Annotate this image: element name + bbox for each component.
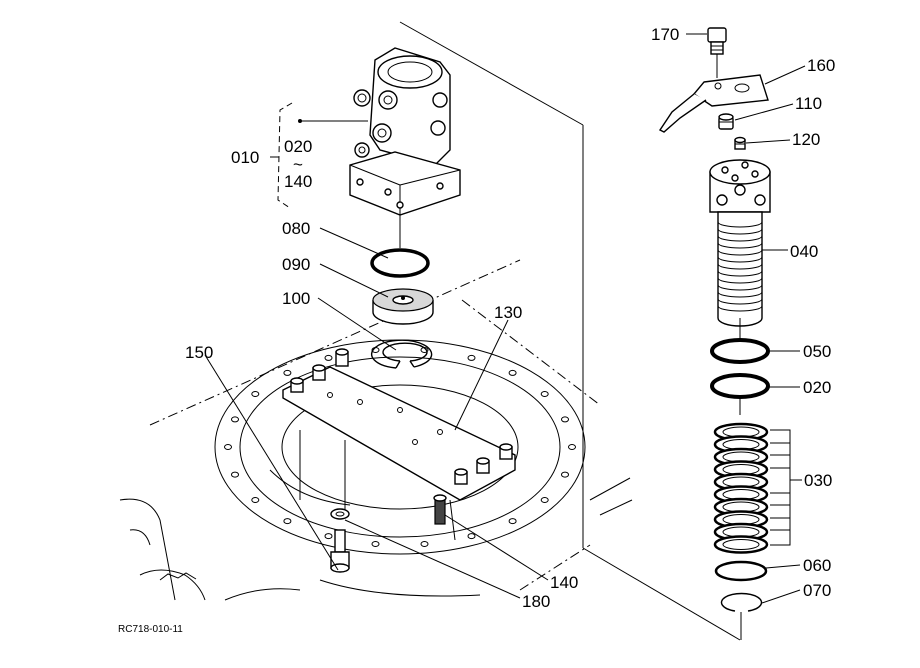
- ring-bolt-hole: [283, 518, 292, 525]
- label-060: 060: [803, 556, 831, 575]
- part-130-plate: [282, 366, 516, 501]
- label-020-range-start: 020: [284, 137, 312, 156]
- label-range-separator: ~: [293, 155, 303, 174]
- spindle-groove: [717, 228, 763, 235]
- part-020-seal-ring: [710, 373, 770, 415]
- ring-bolt-hole: [231, 471, 239, 478]
- leader-lines: [204, 33, 806, 604]
- seal-ring: [713, 535, 769, 554]
- part-100-snap-ring: [370, 339, 433, 369]
- part-090-collar: [372, 288, 434, 325]
- label-170: 170: [651, 25, 679, 44]
- spindle-groove: [717, 256, 763, 263]
- label-160: 160: [807, 56, 835, 75]
- spindle-groove: [717, 305, 763, 312]
- part-040-spindle: [709, 159, 771, 340]
- ring-bolt-hole: [561, 471, 569, 478]
- perspective-frame: [149, 21, 741, 641]
- label-140: 140: [550, 573, 578, 592]
- spindle-groove: [717, 249, 763, 256]
- spindle-groove: [717, 235, 763, 242]
- spindle-groove: [717, 284, 763, 291]
- spindle-groove: [717, 270, 763, 277]
- ring-bolt-hole: [568, 444, 576, 450]
- label-090: 090: [282, 255, 310, 274]
- part-110-plug: [718, 113, 734, 130]
- ring-bolt-hole: [508, 369, 517, 376]
- part-160-stopper: [658, 74, 769, 133]
- label-010: 010: [231, 148, 259, 167]
- label-130: 130: [494, 303, 522, 322]
- ring-bolt-hole: [251, 497, 260, 503]
- part-140-bolt: [433, 494, 447, 525]
- label-020: 020: [803, 378, 831, 397]
- label-180: 180: [522, 592, 550, 611]
- label-080: 080: [282, 219, 310, 238]
- rotary-joint-body: [349, 47, 461, 248]
- ring-bolt-hole: [508, 518, 517, 525]
- label-120: 120: [792, 130, 820, 149]
- part-150-bolt: [330, 508, 350, 573]
- part-070-snap-ring: [720, 592, 763, 640]
- group-bracket-010: [270, 102, 368, 209]
- ring-bolt-hole: [231, 416, 239, 423]
- ring-bolt-hole: [283, 369, 292, 376]
- label-040: 040: [790, 242, 818, 261]
- part-170-screw: [707, 27, 727, 78]
- spindle-groove: [717, 277, 763, 284]
- ring-bolt-hole: [540, 391, 549, 397]
- ring-bolt-hole: [540, 497, 549, 503]
- ring-bolt-hole: [467, 354, 476, 361]
- ring-bolt-hole: [324, 354, 333, 361]
- ring-bolt-hole: [561, 416, 569, 423]
- spindle-groove: [717, 263, 763, 270]
- part-050-seal-ring: [710, 338, 770, 364]
- part-080-o-ring: [370, 248, 430, 278]
- spindle-groove: [717, 291, 763, 298]
- label-110: 110: [795, 94, 822, 113]
- label-150: 150: [185, 343, 213, 362]
- label-050: 050: [803, 342, 831, 361]
- ring-bolt-hole: [420, 541, 429, 547]
- label-140-range-end: 140: [284, 172, 312, 191]
- ring-bolt-hole: [371, 541, 380, 547]
- ring-bolt-hole: [224, 444, 232, 450]
- plate-bolts: [290, 348, 513, 485]
- spindle-groove: [717, 242, 763, 249]
- ring-bolt-hole: [467, 533, 476, 540]
- part-060-ring: [714, 560, 768, 582]
- ring-bolt-hole: [324, 533, 333, 540]
- label-030: 030: [804, 471, 832, 490]
- label-070: 070: [803, 581, 831, 600]
- seal-ring-inner: [722, 539, 760, 550]
- figure-code: RC718-010-11: [118, 624, 183, 635]
- part-120-plug: [734, 136, 746, 150]
- part-030-seal-stack: [713, 422, 769, 554]
- label-100: 100: [282, 289, 310, 308]
- callout-labels: 010 020 ~ 140 080 090 100 130 150 140 18…: [118, 25, 835, 635]
- spindle-groove: [717, 221, 763, 228]
- spindle-groove: [717, 298, 763, 305]
- ring-bolt-hole: [251, 391, 260, 397]
- base-frame: [119, 339, 586, 601]
